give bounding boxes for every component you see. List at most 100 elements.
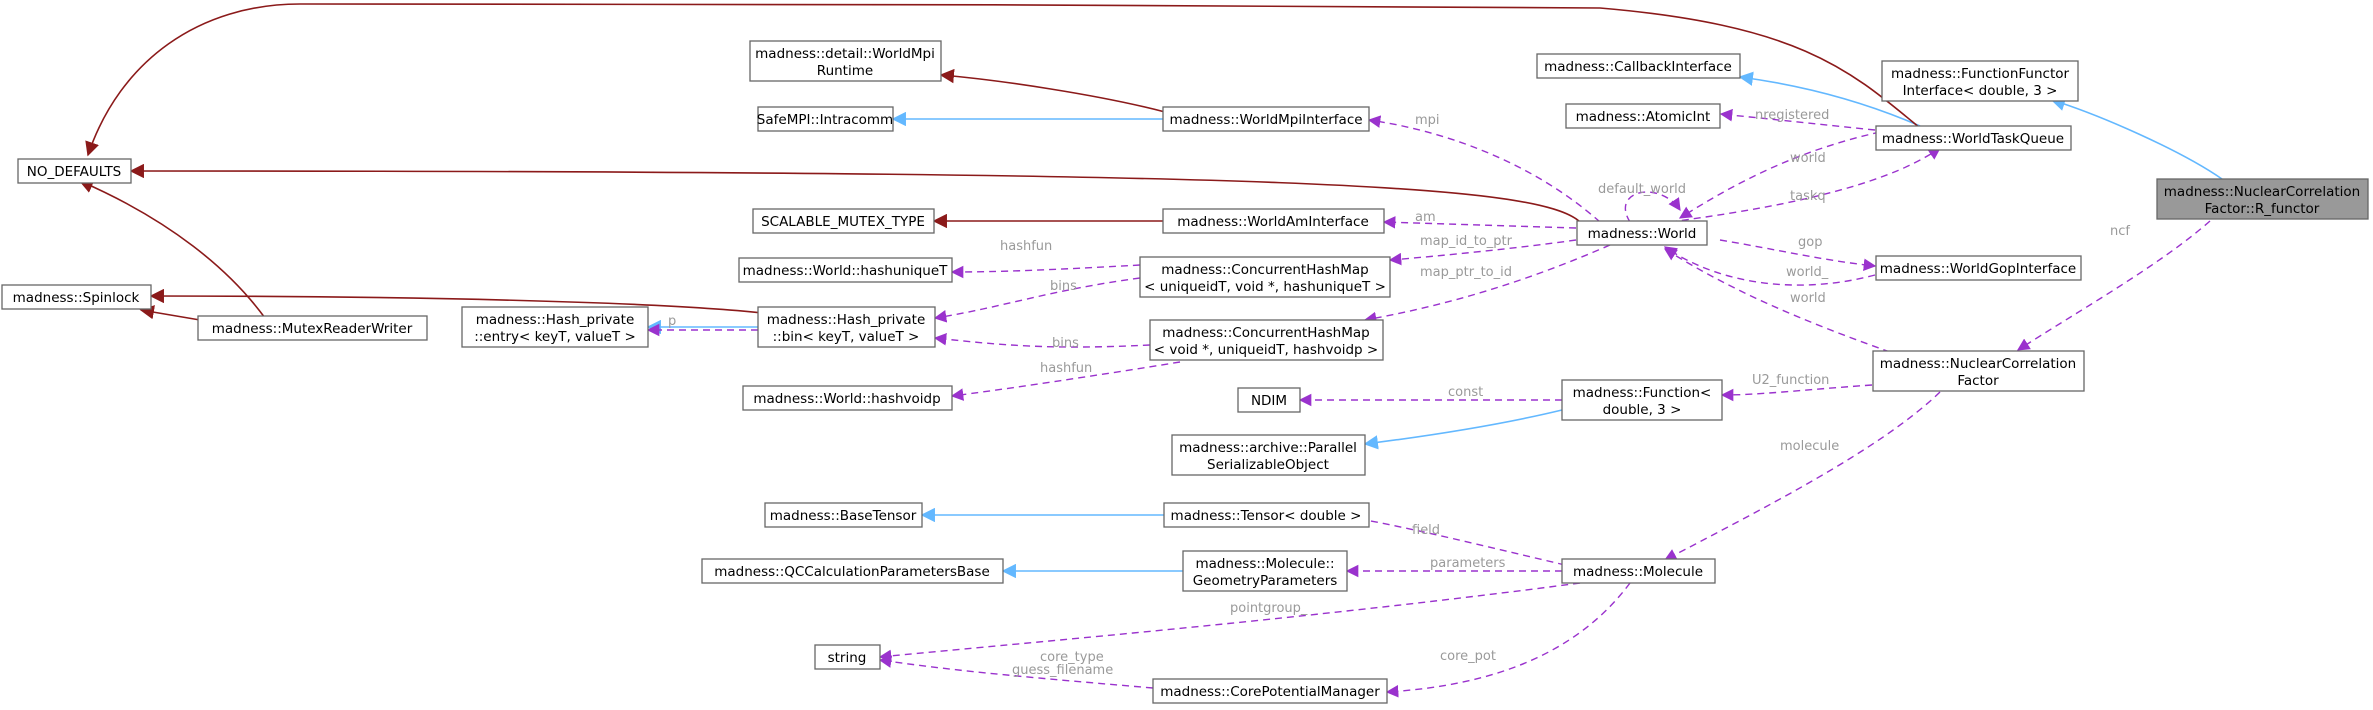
node-no-defaults[interactable]: NO_DEFAULTS <box>17 158 132 184</box>
edge-label-hashfun-unique: hashfun <box>1000 239 1052 254</box>
edge-nregistered <box>1719 108 1876 131</box>
node-world-task-queue[interactable]: madness::WorldTaskQueue <box>1875 125 2072 151</box>
edge-molecule <box>1663 391 1941 561</box>
edge-hashfun-void <box>950 361 1181 401</box>
node-mutex-reader-writer[interactable]: madness::MutexReaderWriter <box>197 315 428 341</box>
node-label: madness::World::hashuniqueT <box>743 263 949 279</box>
edge-pointgroup <box>878 582 1581 663</box>
node-label-line2: ::bin< keyT, valueT > <box>773 329 920 345</box>
node-label-line2: < uniqueidT, void *, hashuniqueT > <box>1144 279 1386 295</box>
node-label-line2: SerializableObject <box>1207 457 1329 473</box>
edge-function-to-parallel-serializable <box>1363 409 1563 450</box>
node-label: madness::AtomicInt <box>1576 109 1711 125</box>
edge-world-ncf <box>1663 248 1891 353</box>
node-geometry-parameters[interactable]: madness::Molecule:: GeometryParameters <box>1182 550 1348 592</box>
node-label: string <box>828 650 867 666</box>
node-world-mpi-runtime[interactable]: madness::detail::WorldMpi Runtime <box>749 40 942 82</box>
edge-label-u2-function: U2_function <box>1752 373 1829 388</box>
node-label-line2: Factor::R_functor <box>2205 201 2320 217</box>
edge-label-p: p <box>668 314 676 329</box>
edge-wtq-to-callback-interface <box>1738 71 1921 127</box>
edge-label-mpi: mpi <box>1415 113 1440 128</box>
node-label-line2: < void *, uniqueidT, hashvoidp > <box>1154 342 1378 358</box>
edge-am <box>1382 216 1577 229</box>
node-label: madness::BaseTensor <box>770 508 917 524</box>
edge-label-world-wtq: world <box>1790 151 1826 166</box>
edge-label-parameters: parameters <box>1430 556 1506 571</box>
node-label: madness::MutexReaderWriter <box>212 321 413 337</box>
node-ndim[interactable]: NDIM <box>1237 387 1301 413</box>
node-label-line2: ::entry< keyT, valueT > <box>474 329 636 345</box>
edges <box>78 3 2223 698</box>
node-label-line1: madness::archive::Parallel <box>1179 440 1357 456</box>
node-hash-private-entry[interactable]: madness::Hash_private ::entry< keyT, val… <box>461 306 649 348</box>
node-label: madness::WorldMpiInterface <box>1169 112 1362 128</box>
node-label: madness::World <box>1588 226 1697 242</box>
node-label-line1: madness::detail::WorldMpi <box>755 46 935 62</box>
edge-label-bins-unique: bins <box>1050 279 1077 294</box>
edge-label-map-id-to-ptr: map_id_to_ptr <box>1420 234 1513 249</box>
node-nuclear-correlation-factor[interactable]: madness::NuclearCorrelation Factor <box>1872 350 2085 392</box>
node-label: SafeMPI::Intracomm <box>757 112 893 128</box>
node-function-double-3[interactable]: madness::Function< double, 3 > <box>1561 379 1723 421</box>
edge-label-hashfun-void: hashfun <box>1040 361 1092 376</box>
edge-label-default-world: default_world <box>1598 182 1686 197</box>
node-label-line1: madness::Hash_private <box>767 312 926 328</box>
node-scalable-mutex-type[interactable]: SCALABLE_MUTEX_TYPE <box>752 208 935 234</box>
node-concurrent-hash-map-void[interactable]: madness::ConcurrentHashMap < void *, uni… <box>1149 319 1384 361</box>
edge-gop <box>1719 239 1877 272</box>
edge-label-map-ptr-to-id: map_ptr_to_id <box>1420 265 1512 280</box>
node-label-line1: madness::ConcurrentHashMap <box>1161 262 1368 278</box>
edge-wmi-to-runtime <box>939 68 1166 113</box>
edge-taskq <box>1669 147 1942 223</box>
node-concurrent-hash-map-unique[interactable]: madness::ConcurrentHashMap < uniqueidT, … <box>1139 256 1391 298</box>
edge-label-am: am <box>1415 210 1436 225</box>
node-nuclear-correlation-factor-r-functor[interactable]: madness::NuclearCorrelation Factor::R_fu… <box>2156 178 2369 220</box>
edge-mpi <box>1367 115 1601 223</box>
node-label: madness::WorldAmInterface <box>1177 214 1369 230</box>
node-core-potential-manager[interactable]: madness::CorePotentialManager <box>1152 678 1388 704</box>
node-base-tensor[interactable]: madness::BaseTensor <box>764 502 923 528</box>
node-hash-private-bin[interactable]: madness::Hash_private ::bin< keyT, value… <box>757 306 936 348</box>
edge-label-molecule: molecule <box>1780 439 1839 454</box>
edge-label-const: const <box>1448 385 1483 400</box>
node-label: madness::Molecule <box>1573 564 1703 580</box>
node-label-line2: Factor <box>1957 373 1999 389</box>
node-parallel-serializable-object[interactable]: madness::archive::Parallel SerializableO… <box>1171 434 1366 476</box>
edge-label-taskq: taskq <box>1790 189 1826 204</box>
node-safempi-intracomm[interactable]: SafeMPI::Intracomm <box>757 106 894 132</box>
node-label: madness::World::hashvoidp <box>753 391 940 407</box>
node-label-line2: double, 3 > <box>1603 402 1682 418</box>
node-world-hashuniquet[interactable]: madness::World::hashuniqueT <box>738 257 953 283</box>
node-label-line1: madness::ConcurrentHashMap <box>1162 325 1369 341</box>
node-function-functor-interface[interactable]: madness::FunctionFunctor Interface< doub… <box>1881 60 2079 102</box>
edge-ncf-to-focus <box>2016 220 2211 351</box>
edge-world-gop <box>1663 246 1876 286</box>
node-label-line1: madness::Function< <box>1573 385 1712 401</box>
node-label-line1: madness::Molecule:: <box>1195 556 1334 572</box>
node-string[interactable]: string <box>814 644 881 670</box>
node-spinlock[interactable]: madness::Spinlock <box>1 284 152 310</box>
edge-bin-to-spinlock <box>149 288 801 319</box>
node-world-gop-interface[interactable]: madness::WorldGopInterface <box>1875 255 2082 281</box>
node-world-hashvoidp[interactable]: madness::World::hashvoidp <box>742 385 953 411</box>
node-world[interactable]: madness::World <box>1576 220 1708 246</box>
edge-world-wtq <box>1678 131 1881 219</box>
edge-world-to-no-defaults <box>129 163 1581 223</box>
node-molecule[interactable]: madness::Molecule <box>1561 558 1716 584</box>
node-label: SCALABLE_MUTEX_TYPE <box>761 214 925 230</box>
node-atomic-int[interactable]: madness::AtomicInt <box>1565 103 1721 129</box>
node-world-am-interface[interactable]: madness::WorldAmInterface <box>1162 208 1385 234</box>
node-label: madness::QCCalculationParametersBase <box>714 564 990 580</box>
node-label: madness::WorldGopInterface <box>1880 261 2076 277</box>
node-world-mpi-interface[interactable]: madness::WorldMpiInterface <box>1162 106 1370 132</box>
edge-bins-void <box>933 332 1151 348</box>
edge-label-pointgroup: pointgroup_ <box>1230 601 1308 616</box>
node-label-line1: madness::Hash_private <box>476 312 635 328</box>
node-label: madness::WorldTaskQueue <box>1882 131 2064 147</box>
edge-label-core-pot: core_pot <box>1440 649 1496 664</box>
edge-mutexrw-to-no-defaults <box>78 179 266 319</box>
node-qc-calculation-parameters-base[interactable]: madness::QCCalculationParametersBase <box>701 558 1004 584</box>
node-callback-interface[interactable]: madness::CallbackInterface <box>1536 53 1741 79</box>
node-tensor-double[interactable]: madness::Tensor< double > <box>1163 502 1370 528</box>
